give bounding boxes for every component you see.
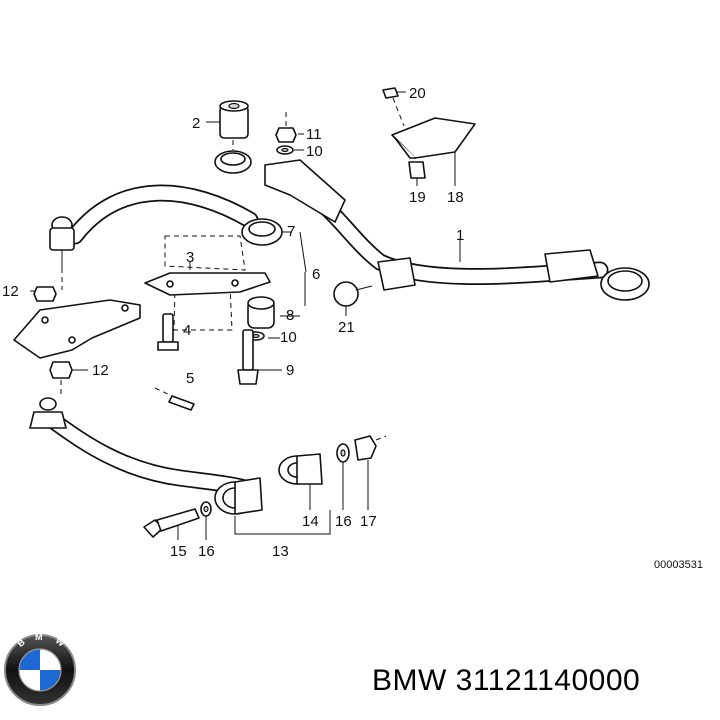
leader-lines <box>30 91 461 540</box>
callout-2: 2 <box>192 115 200 132</box>
callout-6: 6 <box>312 266 320 283</box>
callout-10-lower: 10 <box>280 329 297 346</box>
callout-12-lower: 12 <box>92 362 109 379</box>
lower-control-arm <box>29 397 254 497</box>
clip-19 <box>408 161 426 179</box>
callout-16-left: 16 <box>198 543 215 560</box>
bushing-8 <box>247 296 275 329</box>
callout-11: 11 <box>306 126 322 143</box>
part-number-caption: BMW 31121140000 <box>372 664 641 697</box>
callout-7: 7 <box>287 223 295 240</box>
callout-10-top: 10 <box>306 143 323 160</box>
callout-16-right: 16 <box>335 513 352 530</box>
bolt-9 <box>237 329 259 385</box>
svg-text:M: M <box>35 632 43 642</box>
nut-11 <box>275 112 297 143</box>
callout-5: 5 <box>186 370 194 387</box>
nut-17 <box>354 435 387 461</box>
bolt-5 <box>154 387 195 411</box>
ball-joint-upper <box>49 216 75 290</box>
callout-20: 20 <box>409 85 426 102</box>
nut-12-upper <box>33 286 57 302</box>
svg-text:B: B <box>15 637 27 649</box>
nut-12-lower <box>49 361 73 398</box>
mounting-plate <box>13 299 141 359</box>
bushing-14 <box>278 453 323 485</box>
callout-15: 15 <box>170 543 187 560</box>
bracket-18 <box>391 117 476 159</box>
callout-13: 13 <box>272 543 289 560</box>
callout-14: 14 <box>302 513 319 530</box>
bushing-2 <box>206 100 249 139</box>
bushing-7 <box>241 218 292 246</box>
washer-10-top <box>276 145 294 155</box>
callout-8: 8 <box>286 307 294 324</box>
callout-19: 19 <box>409 189 426 206</box>
diagram-code: 00003531 <box>654 559 703 571</box>
cap-21 <box>333 281 373 307</box>
callout-4: 4 <box>183 322 191 339</box>
bolt-4 <box>157 313 179 351</box>
control-arm-part <box>66 159 650 301</box>
callout-1: 1 <box>456 227 464 244</box>
screw-20 <box>382 87 405 127</box>
bracket-3 <box>144 272 271 296</box>
bushing-13 <box>214 477 263 515</box>
bmw-logo: B M W <box>4 632 76 706</box>
washer-16-left <box>200 501 212 517</box>
callout-21: 21 <box>338 319 355 336</box>
callout-9: 9 <box>286 362 294 379</box>
washer-16-right <box>336 443 350 463</box>
bolt-15 <box>143 508 200 538</box>
callout-18: 18 <box>447 189 464 206</box>
callout-17: 17 <box>360 513 377 530</box>
callout-3: 3 <box>186 249 194 266</box>
bushing-holder-top <box>214 140 252 174</box>
callout-12-upper: 12 <box>2 283 19 300</box>
